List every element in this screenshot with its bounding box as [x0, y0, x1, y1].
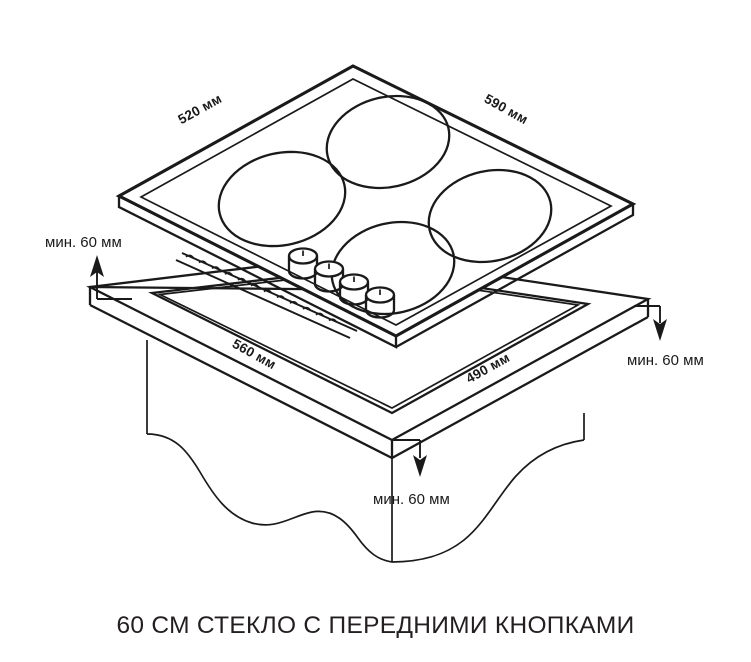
- burner-rear-right: [325, 94, 451, 190]
- burner-rear-left: [217, 150, 347, 248]
- caption-block: 60 СМ СТЕКЛО С ПЕРЕДНИМИ КНОПКАМИ: [0, 612, 751, 640]
- knob-4[interactable]: [364, 286, 396, 319]
- caption-text: 60 СМ СТЕКЛО С ПЕРЕДНИМИ КНОПКАМИ: [116, 612, 635, 639]
- glass-cooktop-panel: [115, 64, 637, 349]
- dim-label-glass-left: 520 мм: [175, 91, 224, 127]
- burner-rings: [217, 94, 553, 316]
- clearance-right: мин. 60 мм: [627, 305, 704, 369]
- clearance-bottom: мин. 60 мм: [373, 439, 450, 508]
- clearance-right-label: мин. 60 мм: [627, 352, 704, 369]
- clearance-left-label: мин. 60 мм: [45, 234, 122, 251]
- control-knobs[interactable]: [287, 247, 396, 319]
- burner-front-right: [427, 168, 553, 264]
- knob-3[interactable]: [338, 273, 370, 306]
- mounting-strip: [175, 252, 358, 339]
- burner-front-left: [330, 220, 456, 316]
- clearance-left: мин. 60 мм: [45, 234, 132, 300]
- clearance-bottom-label: мин. 60 мм: [373, 491, 450, 508]
- dim-label-glass-right: 590 мм: [482, 91, 531, 127]
- cabinet-below: [146, 340, 585, 563]
